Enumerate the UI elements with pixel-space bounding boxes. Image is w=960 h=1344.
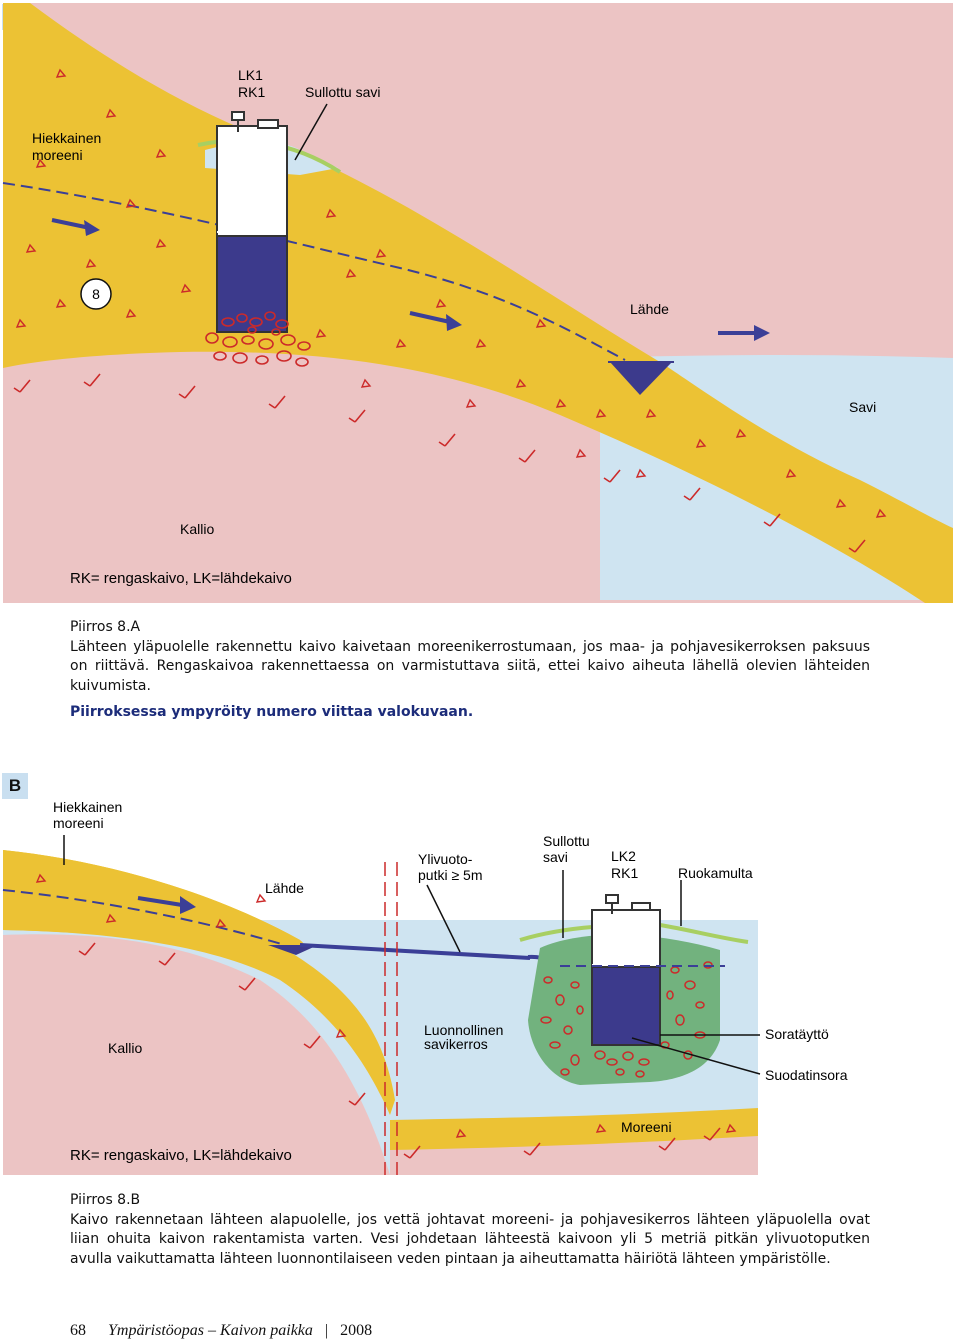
page-footer: 68 Ympäristöopas – Kaivon paikka | 2008	[70, 1322, 372, 1340]
bedrock-marks-a	[13, 373, 866, 553]
label-soratayto: Soratäyttö	[765, 1026, 829, 1042]
label-luonnollinen-savikerros-line2: savikerros	[424, 1036, 488, 1052]
label-ylivuotoputki-line1: Ylivuoto-	[418, 851, 473, 867]
caption-a-text: Lähteen yläpuolelle rakennettu kaivo kai…	[70, 638, 870, 694]
label-savi-a: Savi	[849, 399, 876, 415]
publication-title: Ympäristöopas – Kaivon paikka	[108, 1322, 313, 1339]
page-number: 68	[70, 1322, 86, 1339]
label-ylivuotoputki-line2: putki ≥ 5m	[418, 867, 482, 883]
caption-b-title: Piirros 8.B	[70, 1192, 141, 1208]
bedrock-b	[3, 934, 390, 1175]
photo-reference-badge	[80, 278, 112, 310]
bedrock-bottom-b	[390, 1136, 758, 1175]
label-hiekkainen-moreeni-b-line1: Hiekkainen	[53, 799, 122, 815]
bedrock-marks-b	[78, 942, 721, 1159]
caption-a-highlight: Piirroksessa ympyröity numero viittaa va…	[70, 704, 474, 720]
well-b	[591, 894, 661, 1046]
panel-b-badge: B	[2, 773, 28, 799]
footer-separator: |	[324, 1322, 329, 1339]
label-lk2: LK2	[611, 848, 636, 864]
label-lahde-b: Lähde	[265, 880, 304, 896]
distance-marker-b	[384, 862, 398, 1175]
label-ruokamulta: Ruokamulta	[678, 865, 753, 881]
caption-b-text: Kaivo rakennetaan lähteen alapuolelle, j…	[70, 1211, 870, 1267]
flow-arrow-a1	[51, 218, 100, 236]
flow-arrow-b	[137, 896, 196, 914]
groundwater-line-a	[2, 182, 626, 361]
label-hiekkainen-moreeni-b-line2: moreeni	[53, 815, 104, 831]
label-luonnollinen-savikerros-line1: Luonnollinen	[424, 1022, 503, 1038]
label-hiekkainen-moreeni-a-line1: Hiekkainen	[32, 130, 101, 146]
spring-a	[610, 362, 672, 395]
well-a	[216, 111, 288, 333]
caption-a-title: Piirros 8.A	[70, 619, 141, 635]
flow-arrow-a2	[409, 311, 462, 331]
label-rk1-a: RK1	[238, 84, 265, 100]
groundwater-line-b	[2, 889, 286, 946]
label-lk1-a: LK1	[238, 67, 263, 83]
label-lahde-a: Lähde	[630, 301, 669, 317]
diagram-b: Hiekkainen moreeni Lähde Ylivuoto- putki…	[2, 799, 848, 1175]
legend-a: RK= rengaskaivo, LK=lähdekaivo	[70, 570, 292, 587]
label-suodatinsora: Suodatinsora	[765, 1067, 848, 1083]
label-sullottu-savi-a: Sullottu savi	[305, 84, 380, 100]
photo-reference-number: 8	[92, 286, 100, 302]
label-sullottu-savi-b-line1: Sullottu	[543, 833, 590, 849]
caption-a: Piirros 8.A Lähteen yläpuolelle rakennet…	[70, 618, 870, 723]
sealing-clay-leader-a	[294, 103, 328, 161]
label-hiekkainen-moreeni-a-line2: moreeni	[32, 147, 83, 163]
publication-year: 2008	[340, 1322, 373, 1339]
overflow-pipe-b	[299, 943, 531, 960]
flow-arrow-a3	[718, 325, 770, 341]
label-kallio-a: Kallio	[180, 521, 214, 537]
caption-b: Piirros 8.B Kaivo rakennetaan lähteen al…	[70, 1191, 870, 1269]
legend-b: RK= rengaskaivo, LK=lähdekaivo	[70, 1147, 292, 1164]
moraine-pebbles-a	[15, 68, 887, 518]
spring-b	[268, 945, 318, 955]
diagram-a: LK1 RK1 Sullottu savi Hiekkainen moreeni…	[2, 3, 953, 603]
moraine-pebbles-b	[35, 873, 737, 1138]
label-sullottu-savi-b-line2: savi	[543, 849, 568, 865]
well-gravel-a	[205, 311, 311, 367]
label-rk1-b: RK1	[611, 865, 638, 881]
label-kallio-b: Kallio	[108, 1040, 142, 1056]
label-moreeni-b: Moreeni	[621, 1119, 672, 1135]
